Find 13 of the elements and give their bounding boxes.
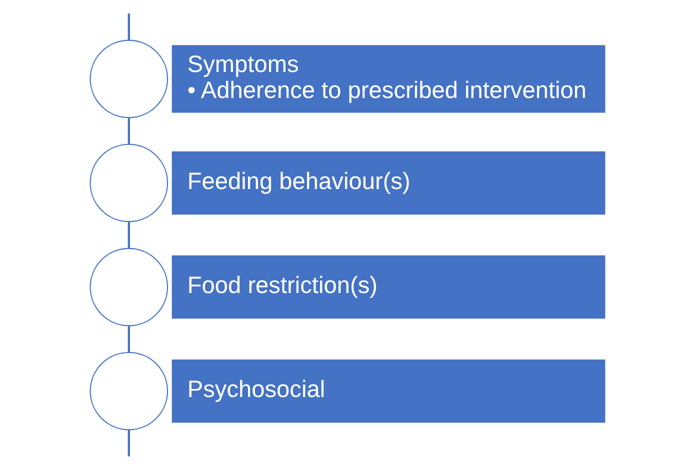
connector [127,14,130,40]
connector [127,430,130,456]
connector [127,118,130,144]
node-circle [89,40,168,118]
node-box: Food restriction(s) [171,255,605,319]
node-circle [89,352,168,430]
node-box: Symptoms • Adherence to prescribed intervention [171,45,605,113]
node-box: Feeding behaviour(s) [171,151,605,215]
node-box: Psychosocial [171,359,605,423]
node-circle [89,248,168,326]
connector [127,326,130,352]
node-circle [89,144,168,222]
connector [127,222,130,248]
